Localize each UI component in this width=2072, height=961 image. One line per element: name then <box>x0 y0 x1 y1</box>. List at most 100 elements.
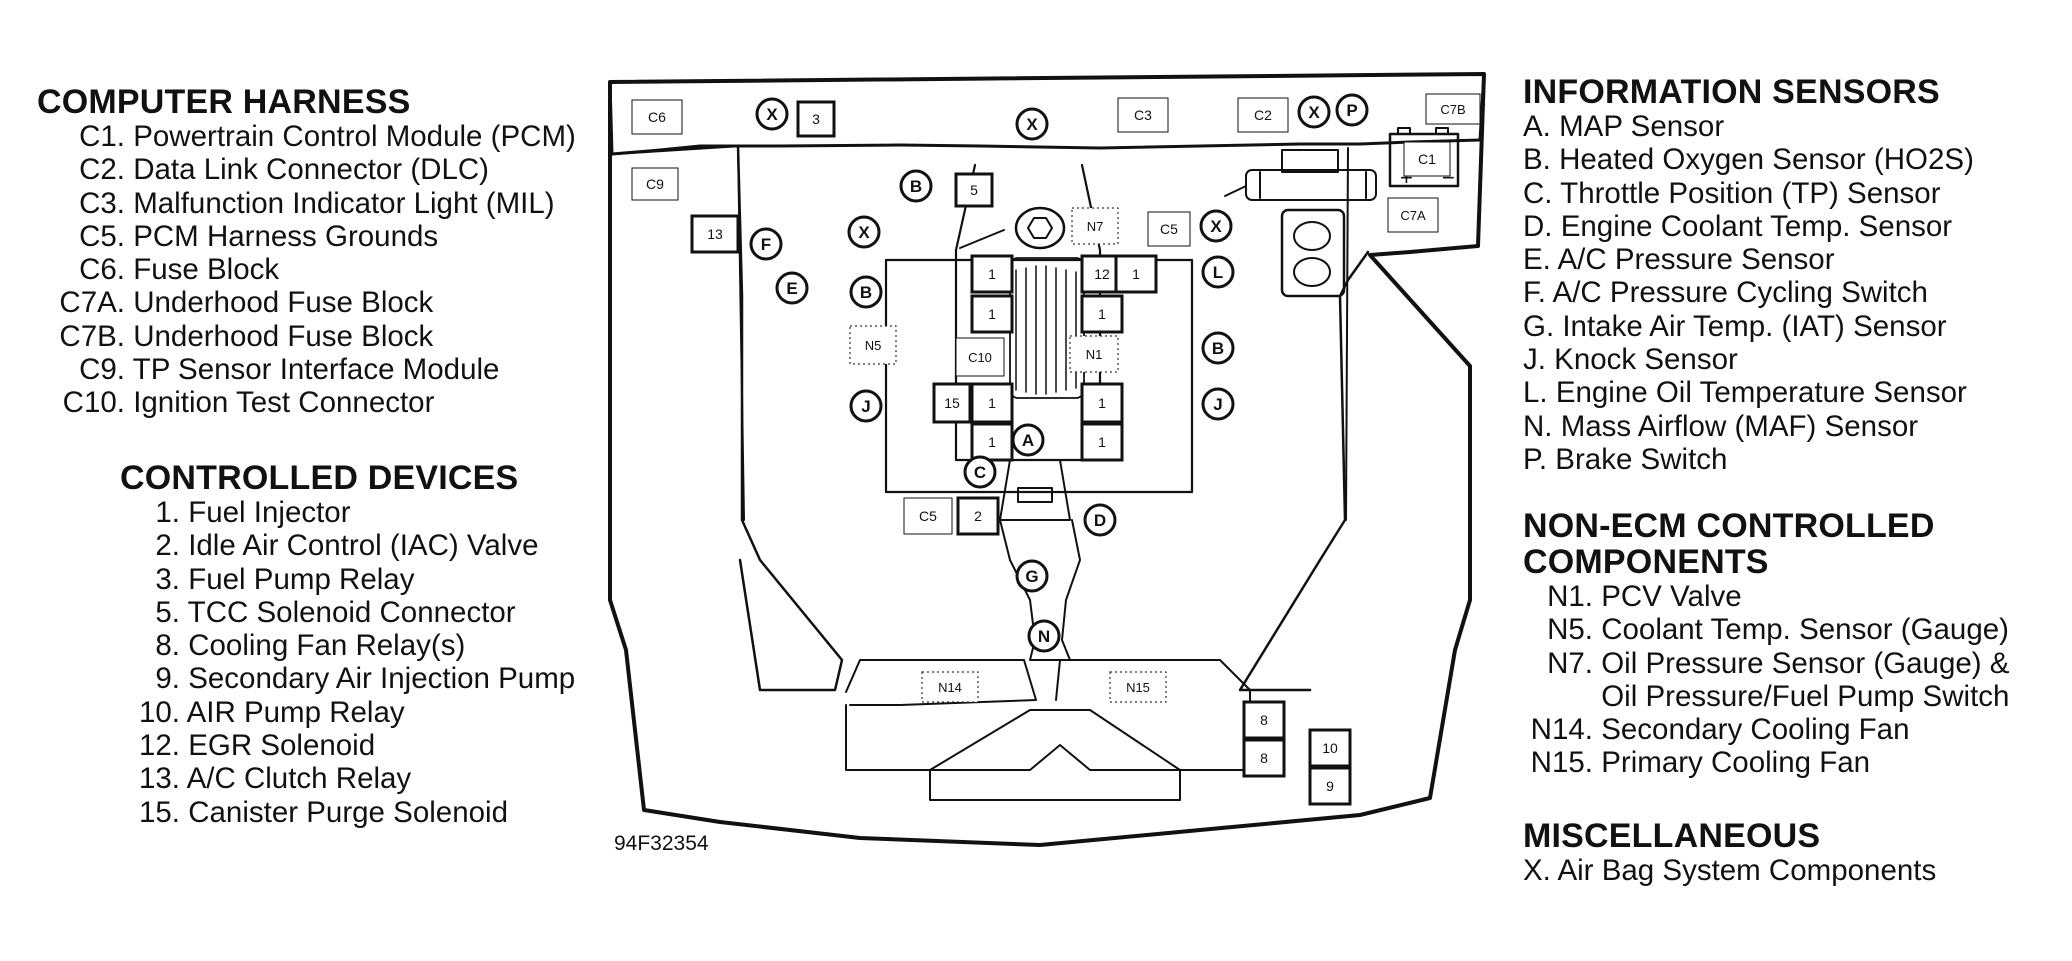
legend-item-id: B. <box>1523 143 1551 177</box>
legend-item-id: N. <box>1523 409 1553 443</box>
legend-item: N14. Secondary Cooling Fan <box>1523 713 2009 746</box>
legend-item-id: N5. <box>1547 613 1593 647</box>
legend-list: N1. PCV Valve N5. Coolant Temp. Sensor (… <box>1523 580 2010 780</box>
legend-item-text: Knock Sensor <box>1554 343 1738 377</box>
connector-box: C1 <box>1403 141 1451 177</box>
legend-item-id: N1. <box>1547 580 1593 613</box>
connector-box-label: C7A <box>1400 208 1426 223</box>
legend-item-text: Oil Pressure Sensor (Gauge) & <box>1601 646 2010 680</box>
firewall-band <box>608 72 1486 156</box>
legend-item-id: J. <box>1523 343 1546 377</box>
connector-box: 13 <box>690 214 740 254</box>
legend-item-text: Engine Oil Temperature Sensor <box>1555 376 1967 410</box>
connector-box: 1 <box>970 382 1014 424</box>
legend-item-text: Idle Air Control (IAC) Valve <box>188 529 539 563</box>
connector-box-frame <box>954 172 994 208</box>
connector-box-frame <box>631 167 679 201</box>
legend-item-text: TP Sensor Interface Module <box>132 353 500 387</box>
legend-list: 1. Fuel Injector 2. Idle Air Control (IA… <box>130 496 575 829</box>
sensor-marker-circle <box>849 389 883 423</box>
sensor-marker: D <box>1083 503 1117 537</box>
sensor-marker-label: P <box>1346 101 1357 120</box>
sensor-marker-label: A <box>1022 431 1034 450</box>
connector-box-label: 15 <box>944 395 960 411</box>
legend-item-text: A/C Clutch Relay <box>186 762 412 796</box>
legend-item-id: 10. <box>138 695 180 729</box>
legend-heading: COMPUTER HARNESS <box>37 83 411 121</box>
connector-box-frame <box>970 422 1014 462</box>
legend-item-text: TCC Solenoid Connector <box>187 595 516 629</box>
connector-box-label: 2 <box>974 508 982 524</box>
legend-item: C10. Ignition Test Connector <box>45 386 576 419</box>
legend-item: 1. Fuel Injector <box>130 496 575 529</box>
connector-box-frame <box>1117 97 1169 133</box>
connector-box-frame <box>1080 422 1124 462</box>
sensor-marker-circle <box>755 97 789 131</box>
sensor-marker: G <box>1015 559 1049 593</box>
legend-item: 8. Cooling Fan Relay(s) <box>130 629 575 662</box>
connector-box: C7A <box>1387 197 1439 233</box>
non-ecm-box-frame <box>1071 207 1119 245</box>
connector-box: 1 <box>1080 382 1124 424</box>
connector-box-label: C5 <box>919 508 937 524</box>
connector-box: C10 <box>955 337 1005 377</box>
radiator-right-shroud <box>1055 659 1251 706</box>
non-ecm-box-frame <box>849 325 897 365</box>
legend-item: C. Throttle Position (TP) Sensor <box>1523 177 1974 210</box>
connector-box-frame <box>1308 766 1352 806</box>
battery <box>1388 132 1460 188</box>
sensor-marker-label: X <box>1210 217 1222 236</box>
legend-item: N7. Oil Pressure Sensor (Gauge) & <box>1523 647 2009 680</box>
sensor-marker: N <box>1027 619 1061 653</box>
legend-item-id: 3. <box>155 562 180 596</box>
sensor-marker-circle <box>1201 387 1235 421</box>
sensor-marker-label: X <box>858 223 870 242</box>
connector-box-label: 1 <box>1132 266 1140 282</box>
legend-item-text: MAP Sensor <box>1559 110 1725 143</box>
connector-box-frame <box>1242 738 1286 778</box>
connector-box-frame <box>1387 197 1439 233</box>
connector-box-label: 12 <box>1094 266 1110 282</box>
connector-box-frame <box>1308 728 1352 768</box>
connector-box-label: C2 <box>1254 107 1272 123</box>
legend-item-id: C1. <box>79 120 125 153</box>
connector-box: 1 <box>1114 254 1158 294</box>
legend-item-text: Cooling Fan Relay(s) <box>188 629 466 663</box>
legend-item-text: Data Link Connector (DLC) <box>133 153 489 187</box>
connector-box-label: 8 <box>1260 750 1268 766</box>
legend-item-id: L. <box>1523 376 1548 410</box>
legend-item-id: 8. <box>155 629 180 663</box>
legend-item-text: EGR Solenoid <box>188 729 376 763</box>
legend-item-text: Heated Oxygen Sensor (HO2S) <box>1559 143 1974 177</box>
non-ecm-box-frame <box>1069 335 1119 373</box>
reservoir-cap-top <box>1293 221 1331 251</box>
sensor-marker-label: N <box>1038 627 1050 646</box>
legend-item: N. Mass Airflow (MAF) Sensor <box>1523 410 1974 443</box>
legend-item: C1. Powertrain Control Module (PCM) <box>45 120 576 153</box>
throttle-body <box>999 459 1071 521</box>
connector-box-label: 1 <box>988 306 996 322</box>
legend-item-id: A. <box>1523 110 1551 143</box>
radiator-core <box>845 704 1251 771</box>
legend-item-text: Primary Cooling Fan <box>1601 746 1871 780</box>
connector-box-frame <box>1080 382 1124 424</box>
radiator-center-v <box>929 709 1181 771</box>
connector-box-frame <box>903 497 953 535</box>
sensor-marker: X <box>1199 209 1233 243</box>
legend-item-id: C7A. <box>59 286 125 320</box>
connector-box-frame <box>956 496 1000 536</box>
legend-item-id: 12. <box>138 729 180 763</box>
sensor-marker-circle <box>1027 619 1061 653</box>
legend-item-id: 15. <box>138 795 180 829</box>
sensor-marker: F <box>749 227 783 261</box>
legend-item: 13. A/C Clutch Relay <box>130 762 575 795</box>
controlled-devices-legend: CONTROLLED DEVICES 1. Fuel Injector 2. I… <box>120 460 575 829</box>
sensor-marker: C <box>963 455 997 489</box>
sensor-marker: L <box>1201 255 1235 289</box>
connector-box: 5 <box>954 172 994 208</box>
legend-item-text: Engine Coolant Temp. Sensor <box>1560 209 1953 243</box>
connector-box: 10 <box>1308 728 1352 768</box>
legend-item-text: Oil Pressure/Fuel Pump Switch <box>1601 679 2010 713</box>
connector-box-label: C7B <box>1440 102 1465 117</box>
legend-item: X. Air Bag System Components <box>1523 854 1936 887</box>
